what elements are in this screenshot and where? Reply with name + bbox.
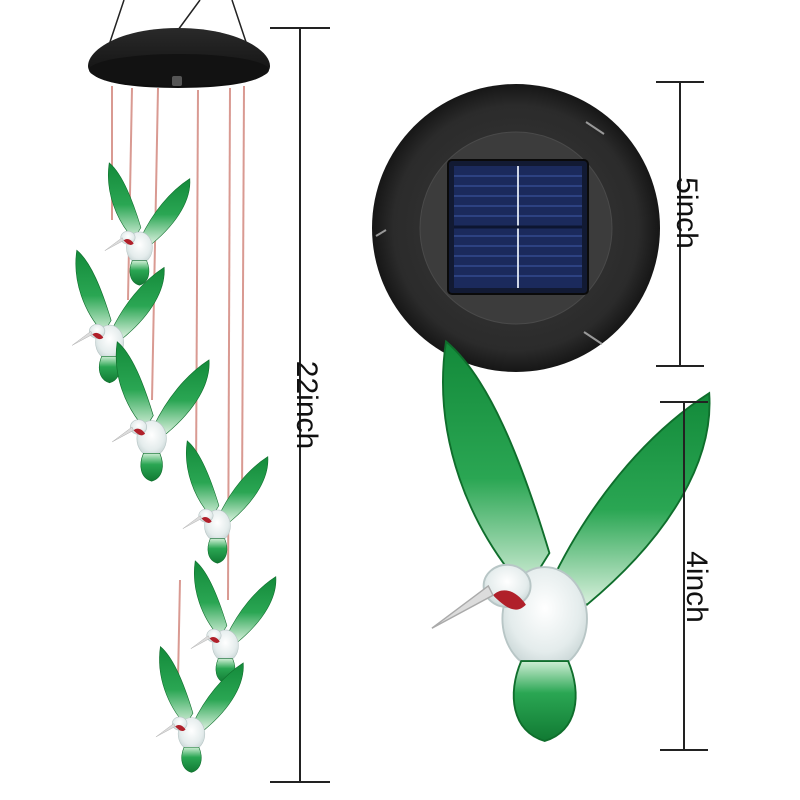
dimension-bar-panel [656,81,704,367]
wind-chime [71,0,277,773]
bird-height-label: 4inch [679,551,713,623]
total-height-label: 22inch [290,360,324,450]
panel-diameter-label: 5inch [669,177,703,249]
solar-panel-top-view [372,84,660,372]
dimension-bar-total [270,27,330,783]
dimension-bar-bird [660,401,708,751]
